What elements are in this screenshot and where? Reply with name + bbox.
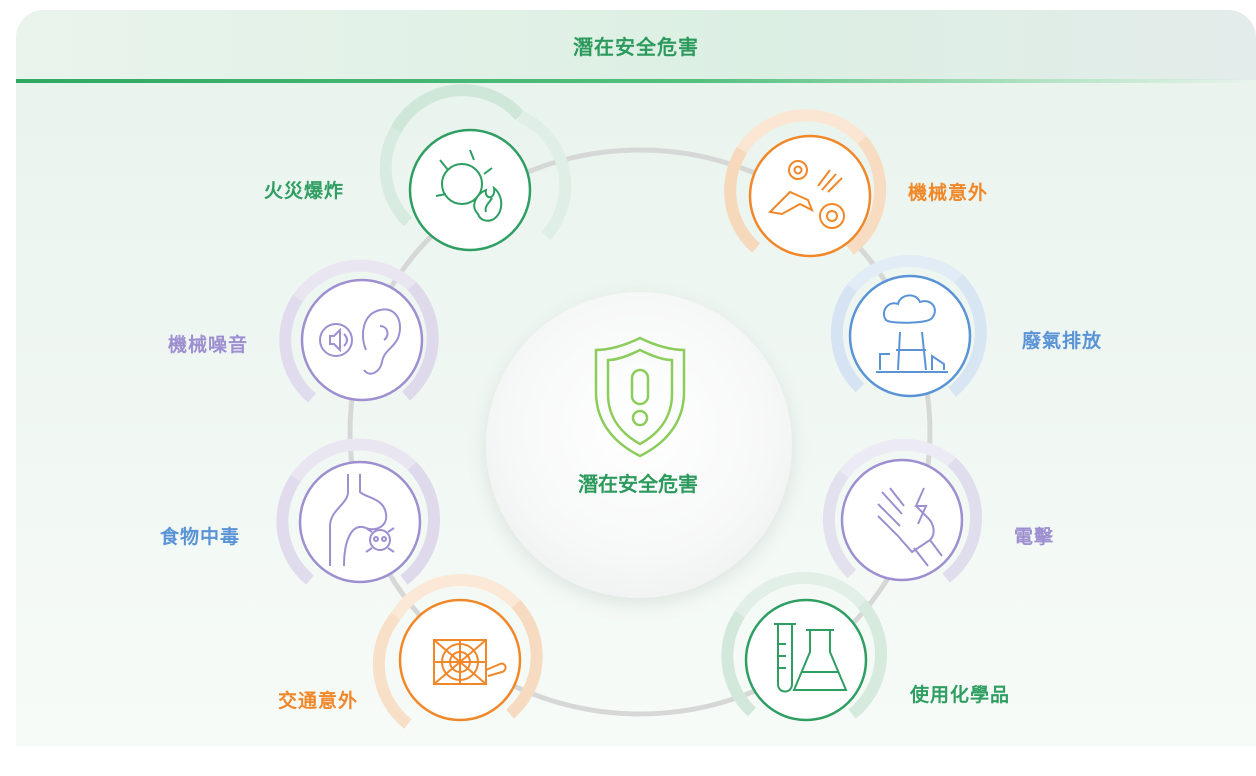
label-food-poisoning: 食物中毒	[160, 526, 241, 548]
center-circle	[486, 292, 792, 598]
label-chemicals: 使用化學品	[910, 684, 1011, 706]
connector-ring	[347, 147, 933, 717]
exhaust-emission-icon	[876, 294, 948, 373]
header-divider	[16, 79, 1256, 83]
hazard-node-chemicals	[721, 571, 887, 722]
label-fire-explosion: 火災爆炸	[264, 180, 345, 202]
traffic-accident-icon	[433, 639, 507, 685]
hazard-node-traffic	[372, 574, 543, 729]
electric-shock-icon	[877, 487, 943, 567]
label-machinery-noise: 機械噪音	[168, 334, 249, 356]
center-title: 潛在安全危害	[578, 472, 698, 496]
label-traffic-accident: 交通意外	[278, 690, 359, 712]
hazard-node-noise	[279, 259, 439, 403]
hazard-node-fire	[379, 84, 572, 252]
label-electric-shock: 電擊	[1014, 526, 1055, 548]
page-title: 潛在安全危害	[16, 10, 1256, 80]
chemicals-icon	[774, 623, 848, 693]
machinery-noise-icon	[319, 308, 401, 375]
fire-explosion-icon	[435, 149, 503, 222]
hazard-node-machinery	[724, 109, 887, 258]
machinery-accident-icon	[767, 160, 845, 229]
label-machinery-accident: 機械意外	[908, 182, 989, 204]
hazard-node-electric	[822, 438, 983, 583]
hazard-node-exhaust	[830, 255, 987, 398]
label-exhaust-emission: 廢氣排放	[1022, 330, 1103, 352]
hazard-node-food	[276, 438, 440, 585]
food-poisoning-icon	[329, 474, 395, 567]
